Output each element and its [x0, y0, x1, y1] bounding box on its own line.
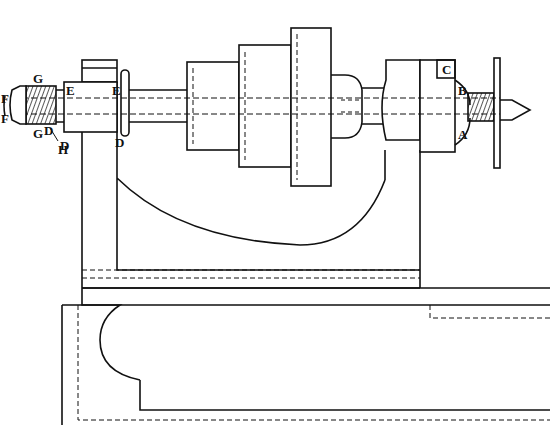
part-letter: C: [442, 63, 451, 76]
part-letter: H: [58, 143, 68, 156]
part-letter: G: [33, 72, 43, 85]
part-letter: G: [33, 127, 43, 140]
part-letter: F: [1, 92, 9, 105]
part-letter: E: [112, 84, 121, 97]
part-letter: D: [115, 136, 124, 149]
part-letter: D: [44, 124, 53, 137]
part-letter: A: [458, 128, 467, 141]
part-letter: B: [458, 84, 467, 97]
part-letter: F: [1, 112, 9, 125]
part-letter: E: [66, 84, 75, 97]
